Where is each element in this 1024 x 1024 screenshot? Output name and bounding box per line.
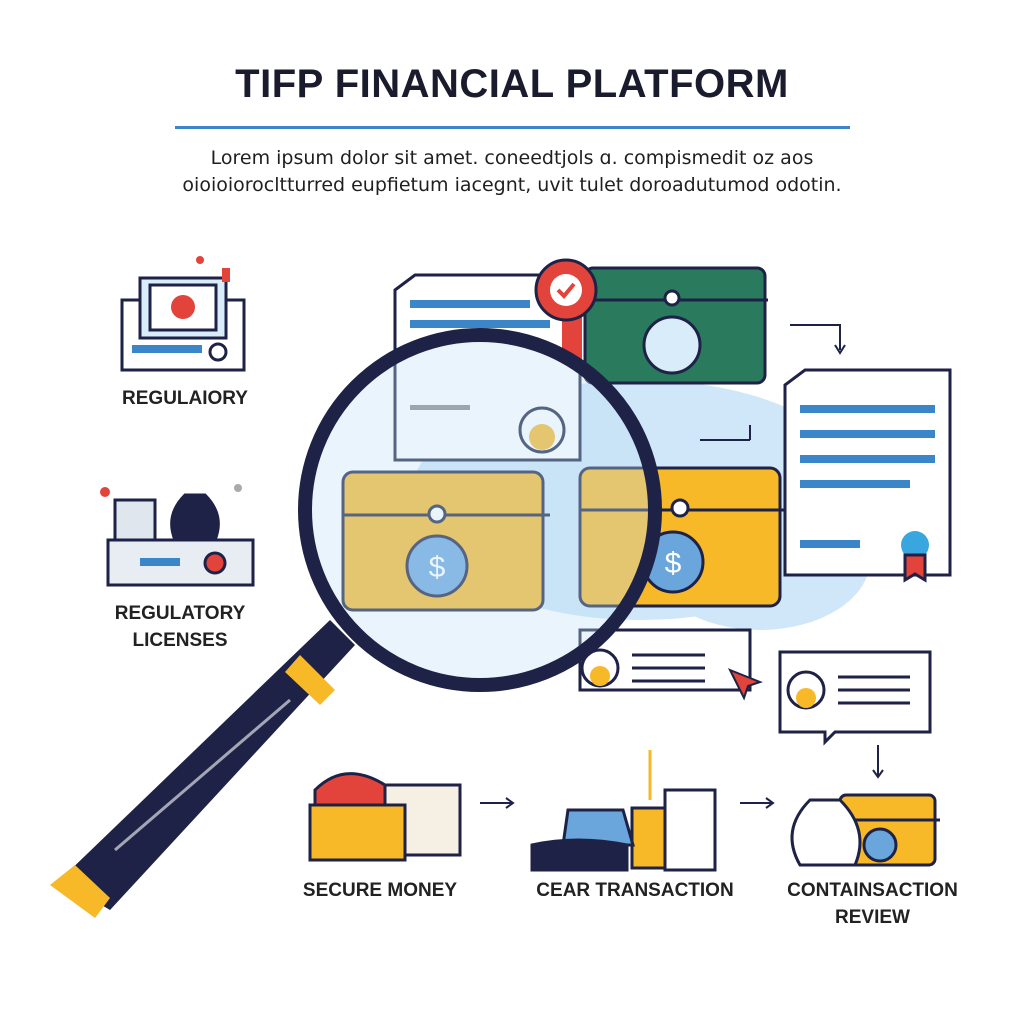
page-title: TIFP FINANCIAL PLATFORM bbox=[235, 62, 789, 106]
description-line: Lorem ipsum dolor sit amet. coneedtjols … bbox=[210, 147, 814, 169]
secure-money-label: SECURE MONEY bbox=[302, 880, 458, 901]
description: Lorem ipsum dolor sit amet. coneedtjols … bbox=[160, 145, 864, 199]
chat-bubble bbox=[578, 628, 752, 692]
svg-text:$: $ bbox=[665, 547, 682, 580]
wallet-dollar: $ bbox=[578, 466, 785, 608]
label-line: CONTAINSACTION bbox=[787, 880, 958, 901]
svg-text:$: $ bbox=[429, 551, 446, 584]
magnifying-glass-icon bbox=[50, 328, 662, 918]
regulatory-label: REGULAIORY bbox=[122, 388, 248, 409]
money-bags-icon bbox=[100, 484, 255, 587]
verified-badge-icon bbox=[534, 258, 598, 360]
title-divider bbox=[175, 126, 850, 129]
chat-bubble bbox=[778, 650, 932, 779]
cursor-icon bbox=[727, 668, 763, 701]
arrow-icon bbox=[480, 797, 775, 809]
money-bag-wallet-icon bbox=[790, 793, 940, 867]
transaction-machine-icon bbox=[530, 750, 717, 872]
description-line: oioioiorocltturred eupfietum iacegnt, uv… bbox=[182, 174, 842, 196]
secure-box-icon bbox=[308, 772, 462, 862]
label-line: REVIEW bbox=[835, 907, 910, 928]
certificate-monitor-icon bbox=[120, 256, 246, 372]
arrow-icon bbox=[700, 324, 846, 441]
contract-document bbox=[783, 368, 952, 583]
document-card bbox=[393, 273, 582, 462]
transaction-review-label: CONTAINSACTION REVIEW bbox=[765, 877, 980, 931]
green-wallet bbox=[545, 266, 768, 385]
label-line: REGULATORY bbox=[114, 603, 246, 624]
label-line: LICENSES bbox=[132, 630, 228, 651]
clear-transaction-label: CEAR TRANSACTION bbox=[536, 880, 734, 901]
wallet-dollar: $ bbox=[341, 470, 550, 612]
regulatory-licenses-label: REGULATORY LICENSES bbox=[90, 600, 270, 654]
